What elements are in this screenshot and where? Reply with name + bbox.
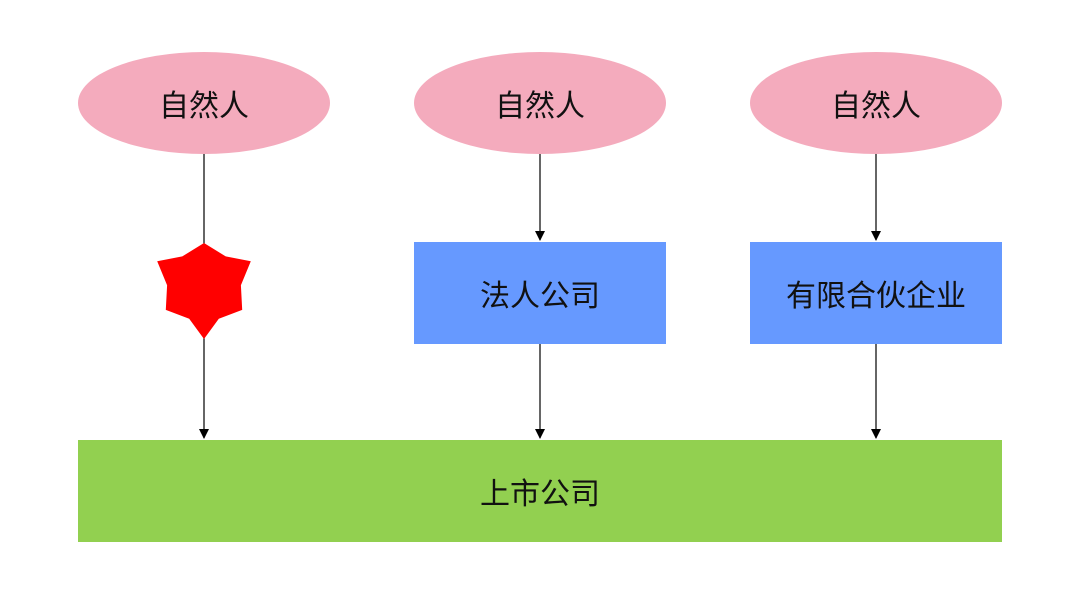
natural-person-label-2: 自然人 — [495, 89, 585, 124]
red-star-marker — [157, 243, 251, 339]
natural-person-node-3: 自然人 — [750, 52, 1002, 154]
limited-partnership-label: 有限合伙企业 — [786, 279, 966, 314]
legal-entity-label: 法人公司 — [480, 279, 600, 314]
limited-partnership-node: 有限合伙企业 — [750, 242, 1002, 344]
natural-person-label-1: 自然人 — [159, 89, 249, 124]
natural-person-label-3: 自然人 — [831, 89, 921, 124]
natural-person-node-1: 自然人 — [78, 52, 330, 154]
listed-company-node: 上市公司 — [78, 440, 1002, 542]
listed-company-label: 上市公司 — [480, 477, 600, 512]
legal-entity-node: 法人公司 — [414, 242, 666, 344]
natural-person-node-2: 自然人 — [414, 52, 666, 154]
